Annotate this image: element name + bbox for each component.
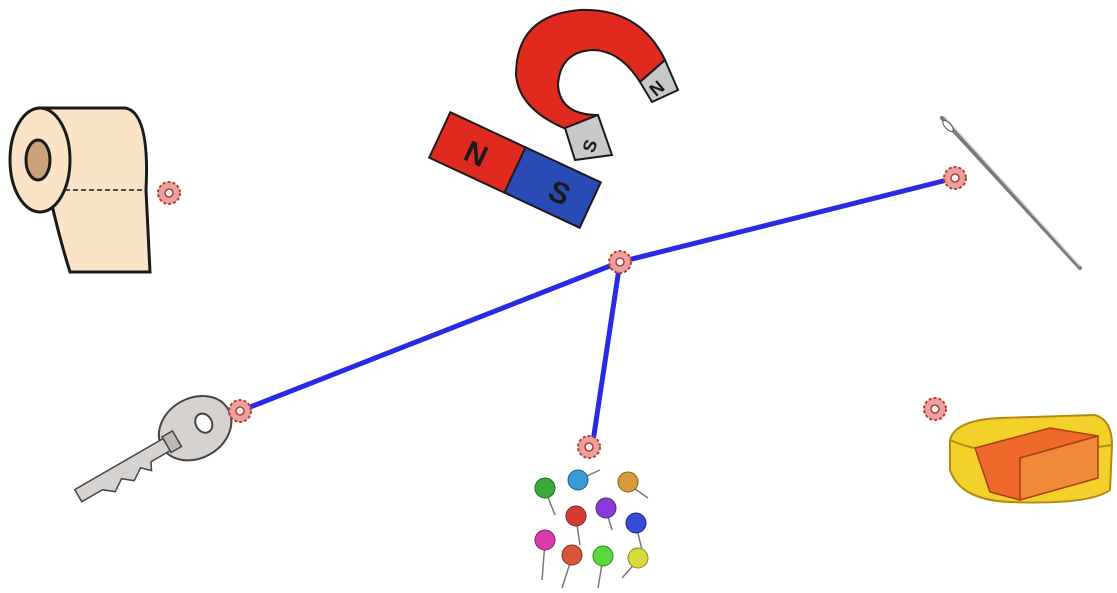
- eraser-icon[interactable]: [950, 415, 1112, 503]
- connector-magnet-pushpins: [592, 262, 620, 448]
- dot-magnet[interactable]: [609, 251, 631, 273]
- dot-toilet-paper[interactable]: [158, 182, 180, 204]
- needle-icon[interactable]: [941, 116, 1080, 268]
- connector-lines: [240, 178, 955, 448]
- dot-pushpins[interactable]: [578, 436, 600, 458]
- toilet-paper-roll-icon[interactable]: [10, 108, 150, 272]
- dot-needle[interactable]: [944, 167, 966, 189]
- connector-magnet-needle: [620, 178, 955, 262]
- magnets-icon[interactable]: N S S N: [429, 10, 678, 228]
- dot-key[interactable]: [229, 400, 251, 422]
- key-icon[interactable]: [63, 383, 243, 521]
- connector-magnet-key: [240, 262, 620, 411]
- dot-eraser[interactable]: [924, 398, 946, 420]
- push-pins-icon[interactable]: [535, 470, 648, 588]
